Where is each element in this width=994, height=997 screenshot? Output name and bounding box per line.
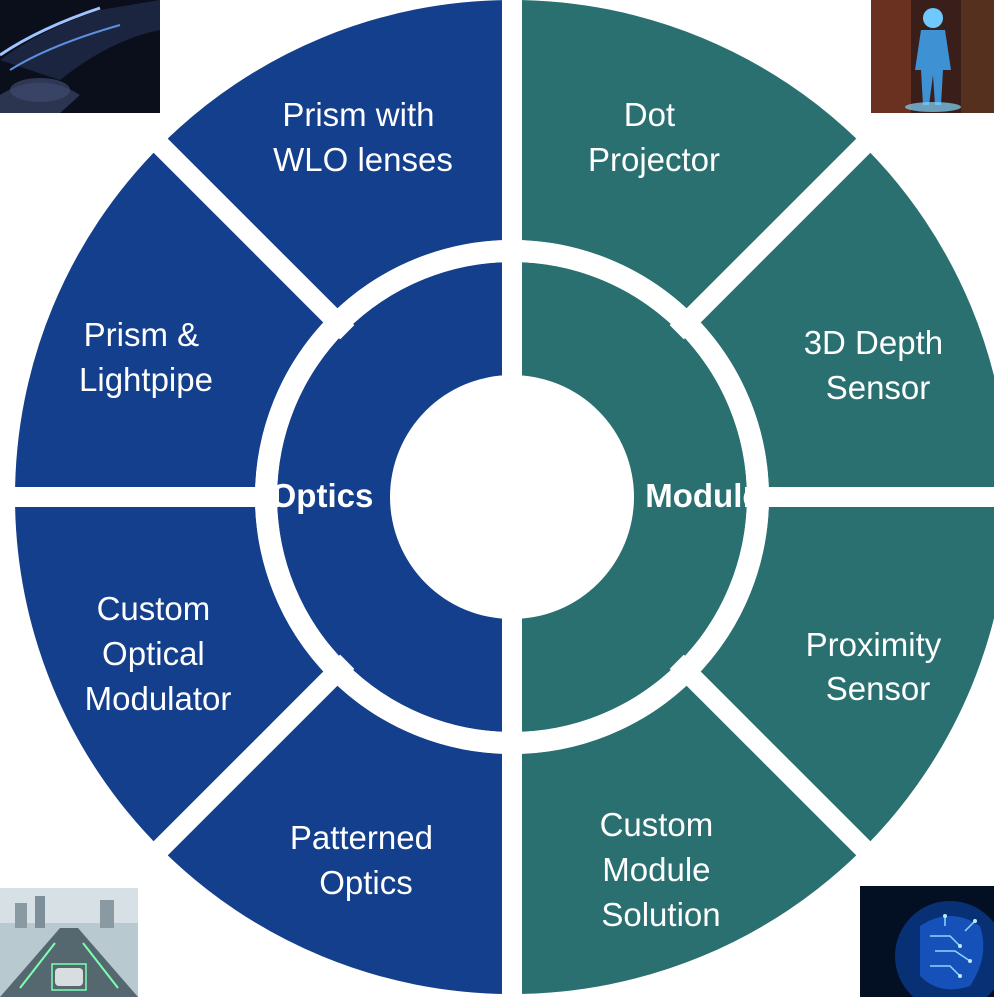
segment-patterned-optics	[160, 678, 512, 994]
circuit-brain-image	[860, 886, 994, 997]
segment-dot-projector	[512, 0, 864, 316]
hologram-image	[871, 0, 994, 113]
segment-3d-depth-sensor	[693, 145, 994, 497]
segment-prism-wlo-lenses	[160, 0, 512, 316]
car-interior-image	[0, 0, 160, 113]
segment-custom-optical-modulator	[15, 497, 331, 849]
traffic-image	[0, 888, 138, 997]
segment-proximity-sensor	[693, 497, 994, 849]
ring-gap	[255, 240, 769, 754]
optics-hub-label: Optics	[271, 477, 374, 514]
segment-custom-module-solution	[512, 678, 864, 994]
segment-prism-lightpipe	[15, 145, 331, 497]
module-hub-label: Module	[645, 477, 760, 514]
center-hole	[390, 375, 634, 619]
